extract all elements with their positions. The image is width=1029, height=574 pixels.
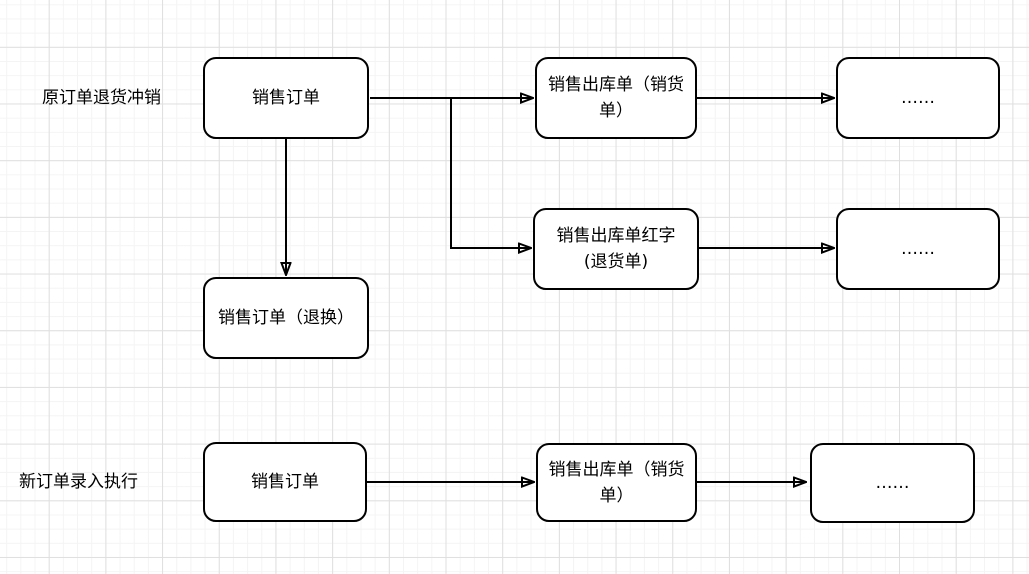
node-ellipsis-2-label: …… [901,239,935,259]
node-sales-order-2[interactable]: 销售订单 [203,442,367,522]
node-ellipsis-1[interactable]: …… [836,57,1000,139]
lane-label-new-order-entry[interactable]: 新订单录入执行 [19,472,138,492]
node-sales-outbound-red-label: 销售出库单红字 (退货单) [556,226,676,272]
node-sales-order-2-label: 销售订单 [251,472,319,492]
node-sales-outbound-1-label: 销售出库单（销货 单） [548,75,684,121]
node-sales-order-return[interactable]: 销售订单（退换） [203,277,369,359]
node-ellipsis-1-label: …… [901,88,935,108]
node-ellipsis-3[interactable]: …… [810,443,975,523]
lane-label-return-writeoff[interactable]: 原订单退货冲销 [42,88,161,108]
node-sales-order-return-label: 销售订单（退换） [218,308,354,328]
node-ellipsis-3-label: …… [875,473,910,493]
node-sales-order-1-label: 销售订单 [252,88,320,108]
node-sales-outbound-2-label: 销售出库单（销货 单） [548,459,685,506]
node-sales-order-1[interactable]: 销售订单 [203,57,369,139]
node-sales-outbound-2[interactable]: 销售出库单（销货 单） [536,443,697,522]
node-sales-outbound-red[interactable]: 销售出库单红字 (退货单) [533,208,699,290]
node-ellipsis-2[interactable]: …… [836,208,1000,290]
node-sales-outbound-1[interactable]: 销售出库单（销货 单） [535,57,697,139]
arrow-sales-order-to-outbound-red[interactable] [450,98,531,248]
